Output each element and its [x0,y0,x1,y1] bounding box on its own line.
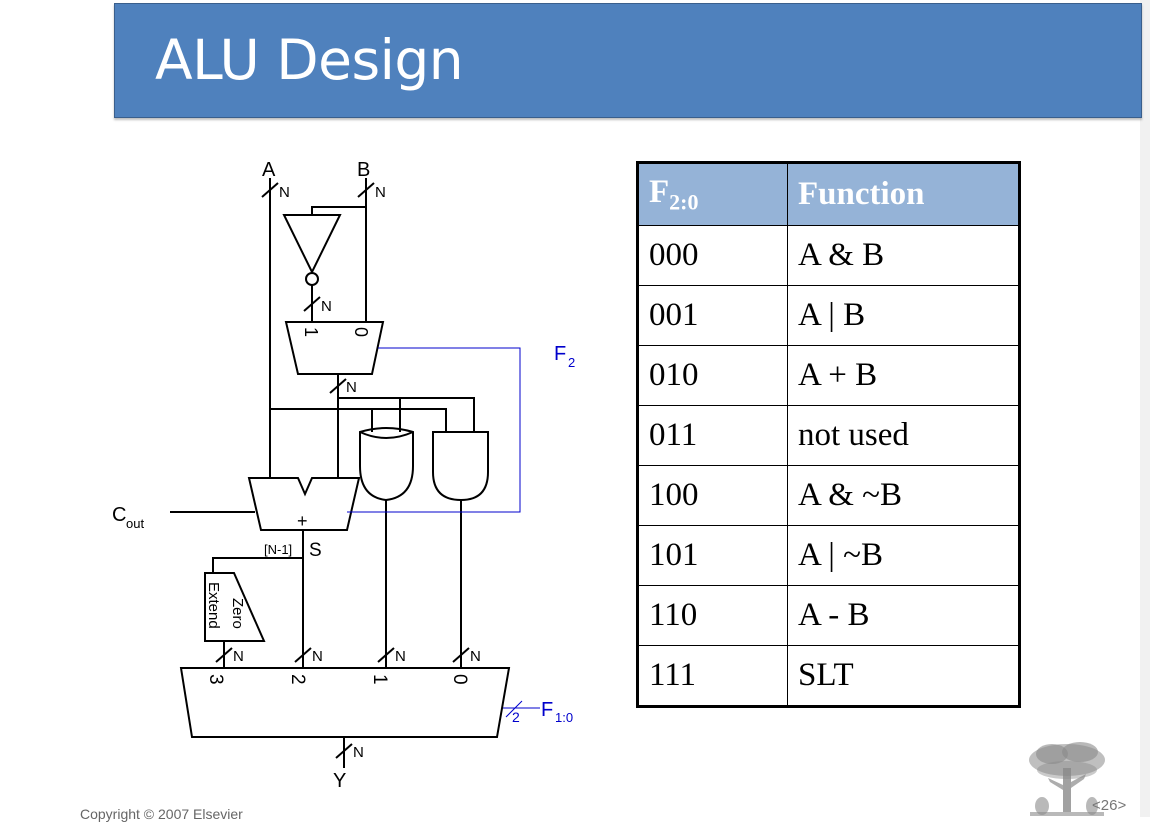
function-cell: SLT [787,645,1020,707]
code-cell: 010 [637,345,788,406]
page-number: <26> [1092,797,1127,814]
zero-extend-block [204,572,266,642]
alu-circuit-diagram: A B N N N N 1 0 F 2 C out + S [N-1] Zero… [112,159,575,792]
zero-extend-label-2: Extend [205,582,222,629]
width-label-sum: N [312,648,323,665]
f2-sub: 2 [568,355,575,370]
slide-title: ALU Design [155,28,464,92]
inverter-triangle [282,214,342,275]
input-mux [284,321,385,375]
f10-label: F [541,699,553,721]
table-header-row: F2:0 Function [637,162,1020,226]
outmux-in3-label: 3 [205,674,226,685]
f2-label: F [554,343,566,365]
sum-label: S [309,540,322,561]
width-label-b: N [375,184,386,201]
function-cell: not used [787,405,1020,466]
width-label-y: N [353,744,364,761]
outmux-in1-label: 1 [369,674,390,685]
width-label-notb: N [321,298,332,315]
outmux-in0-label: 0 [449,674,470,685]
code-cell: 110 [637,585,788,646]
function-cell: A & B [787,225,1020,286]
function-cell: A | ~B [787,525,1020,586]
or-gate [359,427,414,502]
input-mux-in1-label: 1 [301,327,321,337]
copyright-notice: Copyright © 2007 Elsevier [80,806,243,822]
outmux-in2-label: 2 [287,674,308,685]
slide-right-edge [1140,0,1150,817]
function-cell: A + B [787,345,1020,406]
code-cell: 001 [637,285,788,346]
code-cell: 101 [637,525,788,586]
function-cell: A & ~B [787,465,1020,526]
header-function: Function [787,162,1020,226]
wire-b-to-gates [338,397,475,432]
tick-f10 [505,700,523,718]
header-f-select: F2:0 [637,162,788,226]
adder [247,477,361,531]
zero-extend-label-1: Zero [229,598,246,629]
f10-sub: 1:0 [555,710,573,725]
adder-symbol: + [297,511,308,531]
code-cell: 100 [637,465,788,526]
control-wire-f2 [347,347,521,513]
function-cell: A - B [787,585,1020,646]
input-b-label: B [357,159,370,181]
code-cell: 111 [637,645,788,707]
cout-label: C [112,504,126,526]
msb-label: [N-1] [264,542,292,557]
title-bar: ALU Design [114,3,1142,118]
width-label-or: N [395,648,406,665]
output-y-label: Y [333,770,346,792]
or-gate-curve [359,431,414,439]
inverter-bubble [305,272,319,286]
cout-sub: out [126,516,144,531]
wire-b-to-inverter [311,206,366,215]
width-label-a: N [279,184,290,201]
function-cell: A | B [787,285,1020,346]
select-width-label: 2 [512,709,520,725]
width-label-zext: N [233,648,244,665]
width-label-muxout: N [346,379,357,396]
width-label-and: N [470,648,481,665]
code-cell: 011 [637,405,788,466]
elsevier-tree-logo-icon [1029,742,1105,816]
input-a-label: A [262,159,276,181]
input-mux-in0-label: 0 [351,327,371,337]
wire-msb [212,557,303,573]
output-mux [179,667,511,738]
wire-a-to-gates [270,408,447,432]
and-gate [432,431,489,502]
code-cell: 000 [637,225,788,286]
